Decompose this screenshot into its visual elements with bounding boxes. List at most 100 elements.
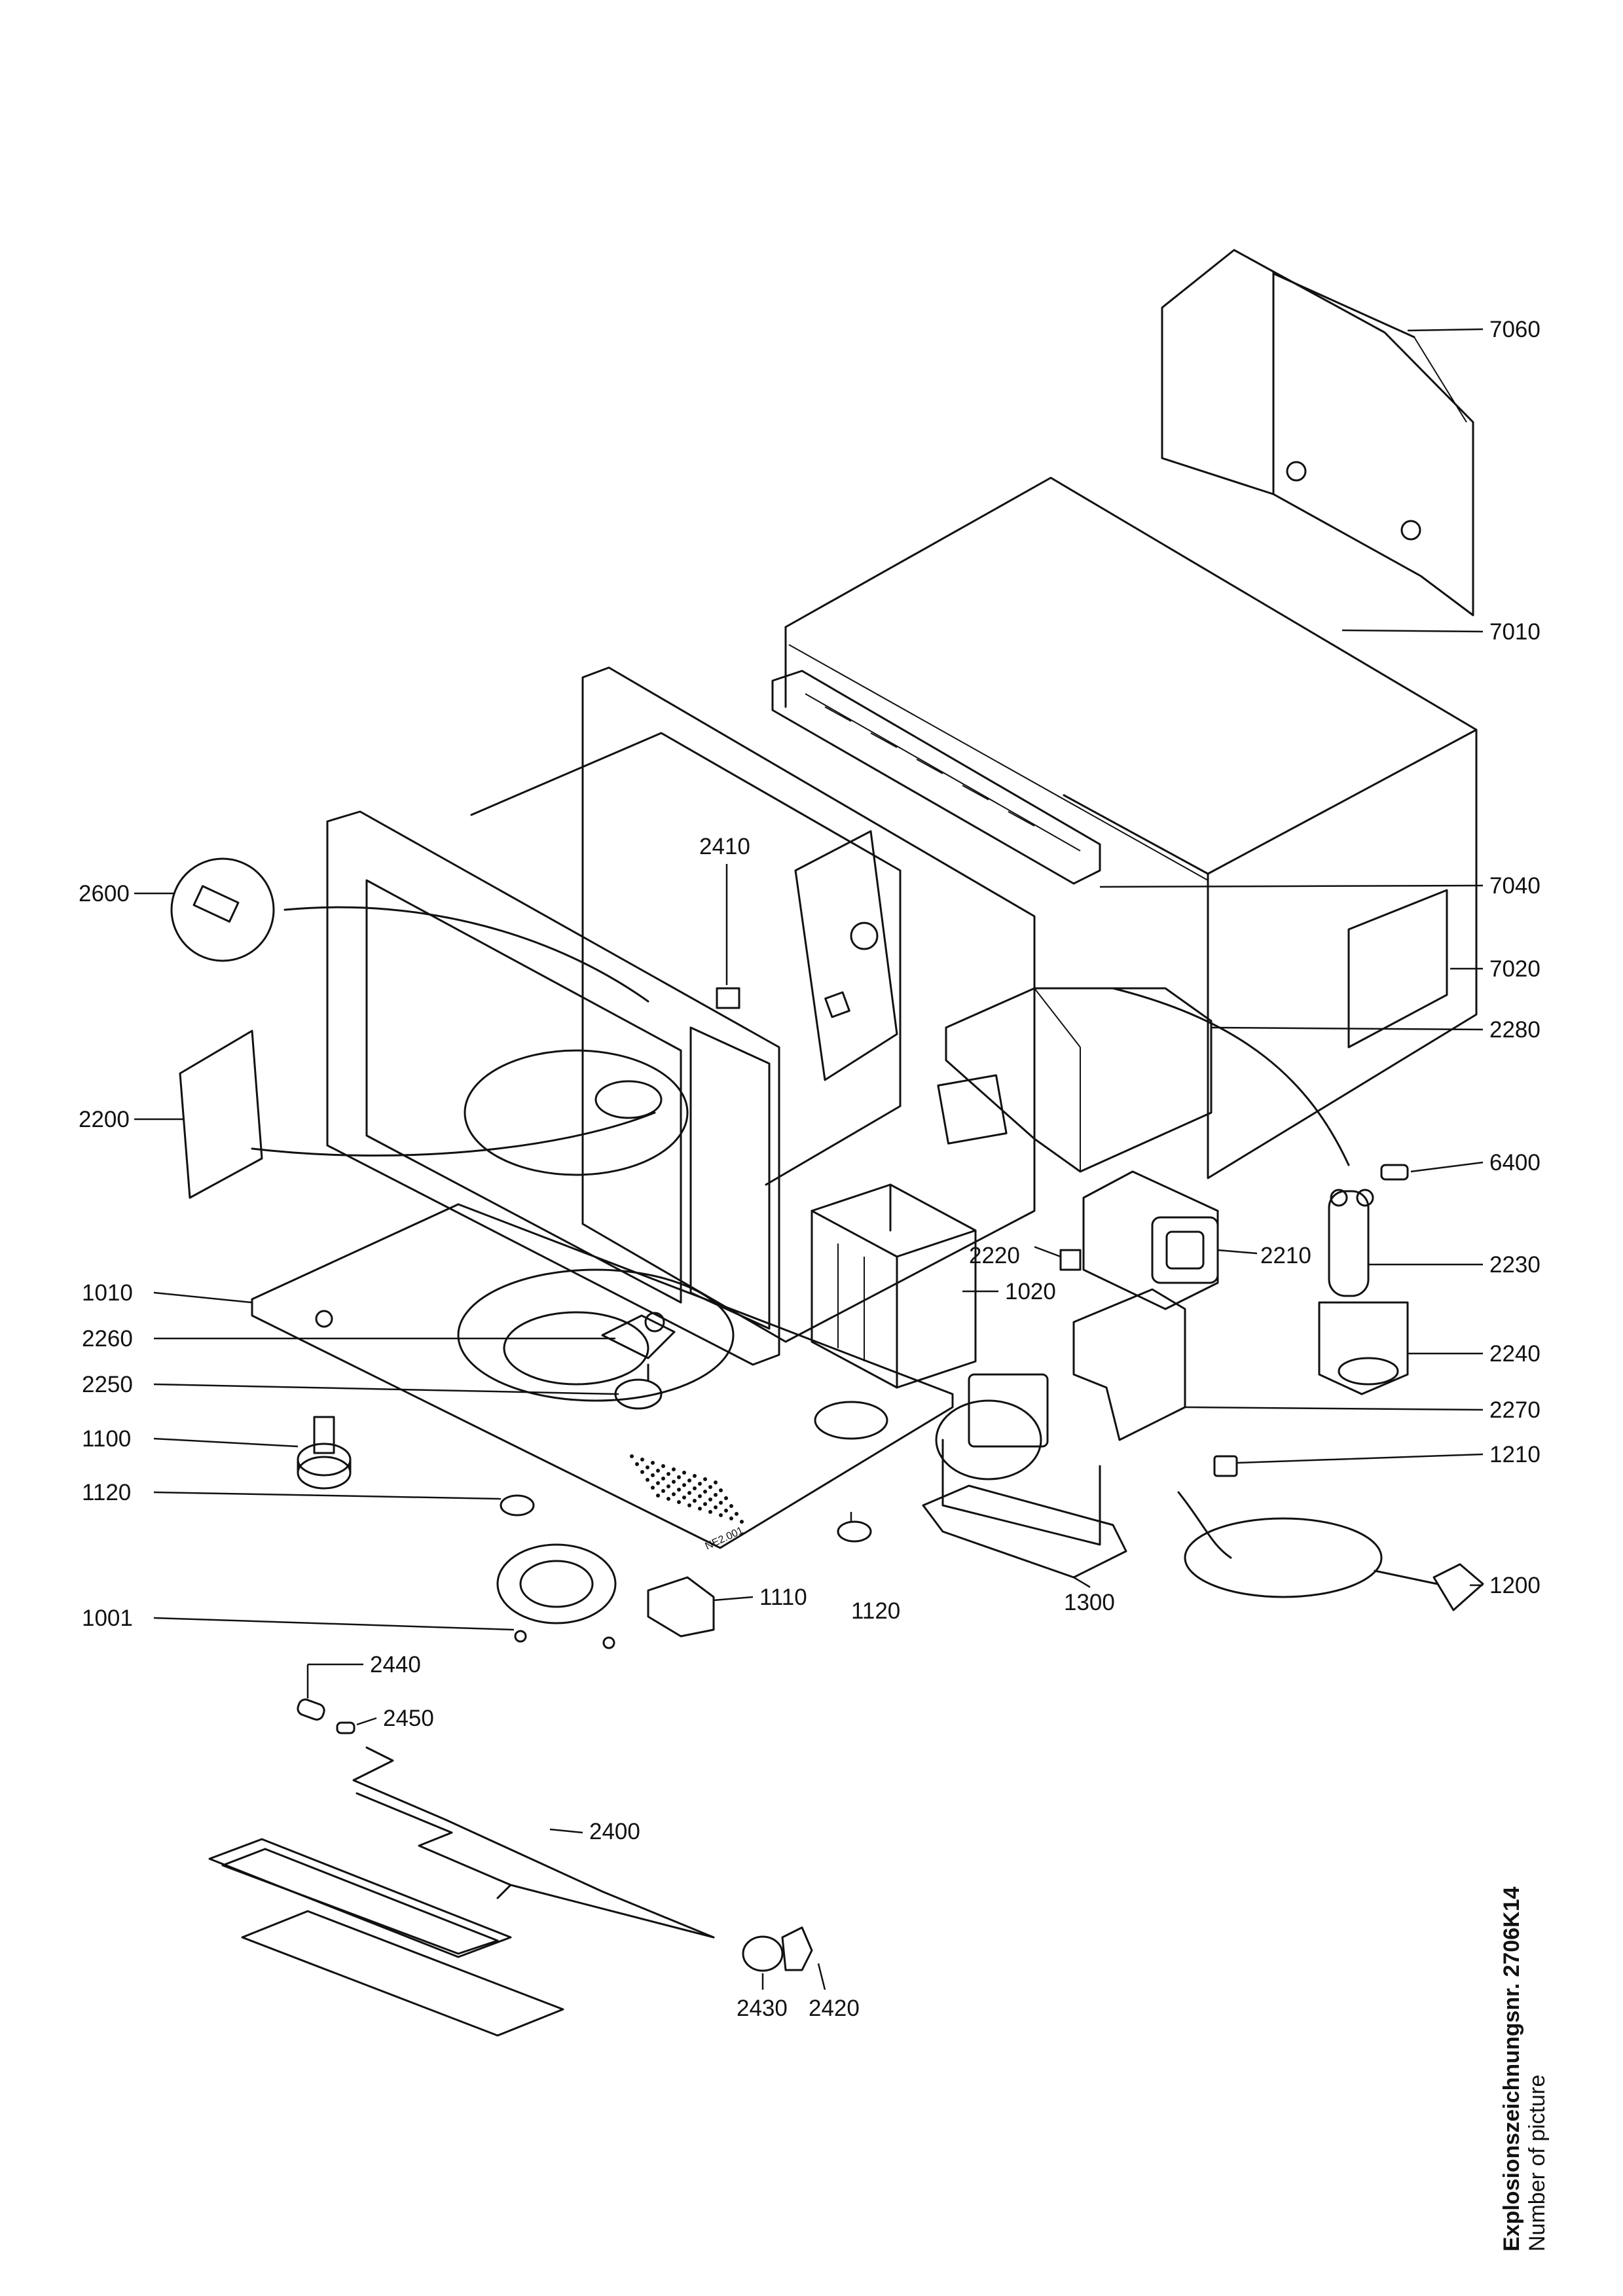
callout-1210: 1210 (1489, 1442, 1541, 1467)
vent-hole (724, 1509, 728, 1513)
vent-hole (698, 1494, 702, 1498)
vent-hole (698, 1507, 702, 1511)
callout-2220: 2220 (969, 1243, 1020, 1268)
vent-hole (693, 1486, 697, 1490)
vent-hole (677, 1500, 681, 1504)
mains-cable (1177, 1491, 1484, 1611)
vent-hole (635, 1462, 639, 1466)
vent-hole (724, 1496, 728, 1500)
vent-hole (661, 1489, 665, 1493)
foot (297, 1416, 352, 1490)
drawing-caption: Explosionszeichnungsnr. 2706K14 Number o… (1499, 1887, 1550, 2251)
callout-2210: 2210 (1260, 1243, 1311, 1268)
callout-1020: 1020 (1005, 1279, 1056, 1304)
vent-hole (630, 1454, 634, 1458)
vent-hole (672, 1467, 676, 1471)
vent-hole (666, 1484, 670, 1488)
callout-2440: 2440 (370, 1652, 421, 1677)
round-pad-right (837, 1520, 872, 1543)
vent-hole (677, 1488, 681, 1492)
vent-hole (646, 1465, 649, 1469)
callout-6400: 6400 (1489, 1150, 1541, 1175)
vent-hole (740, 1520, 744, 1524)
callout-1100: 1100 (82, 1426, 131, 1452)
vent-hole (661, 1477, 665, 1480)
vent-hole (682, 1483, 686, 1487)
magnetron (1082, 1170, 1219, 1310)
callout-7040: 7040 (1489, 873, 1541, 899)
vent-hole (698, 1482, 702, 1486)
vent-hole (672, 1480, 676, 1484)
callout-7060: 7060 (1489, 317, 1541, 342)
callout-2260: 2260 (82, 1326, 133, 1352)
rear-cover-panel (1161, 249, 1474, 617)
vent-hole (708, 1510, 712, 1514)
callout-2270: 2270 (1489, 1397, 1541, 1423)
vent-hole (656, 1494, 660, 1498)
gasket (742, 1935, 784, 1972)
vent-hole (640, 1470, 644, 1474)
vent-hole (714, 1480, 718, 1484)
air-duct (945, 987, 1213, 1173)
vent-hole (666, 1472, 670, 1476)
callout-7010: 7010 (1489, 619, 1541, 645)
vent-hole (687, 1491, 691, 1495)
vent-hole (651, 1473, 655, 1477)
outer-casing (784, 476, 1478, 1179)
transformer (811, 1183, 977, 1389)
base-plate (251, 1203, 954, 1549)
drawing-number: Explosionszeichnungsnr. 2706K14 (1499, 1886, 1524, 2251)
callout-2240: 2240 (1489, 1341, 1541, 1367)
clamp (781, 1926, 813, 1971)
inner-back-plate (581, 666, 1036, 1343)
vent-hole (656, 1481, 660, 1485)
vent-hole (719, 1488, 723, 1492)
support-ring (496, 1543, 617, 1624)
part-stamp: NE2.001 (704, 1525, 746, 1552)
vent-hole (714, 1493, 718, 1497)
vent-hole (714, 1505, 718, 1509)
callout-2400: 2400 (589, 1819, 640, 1844)
vent-hole (719, 1513, 723, 1517)
thermal-fuse (1059, 1249, 1082, 1271)
vent-hole (661, 1464, 665, 1468)
vent-hole (693, 1474, 697, 1478)
callout-1200: 1200 (1489, 1573, 1541, 1598)
vent-hole (729, 1504, 733, 1508)
vent-hole (656, 1469, 660, 1473)
screws (514, 1630, 615, 1649)
vent-hole (719, 1501, 723, 1505)
vent-holes (630, 1454, 744, 1524)
foot-bracket (647, 1576, 715, 1638)
leader-lines (134, 328, 1484, 1990)
magnetron-duct (1072, 1288, 1186, 1441)
connector (1213, 1455, 1238, 1477)
vent-hole (708, 1485, 712, 1489)
callout-1120-right: 1120 (851, 1598, 900, 1624)
sleeve (297, 1698, 325, 1721)
fan-motor (922, 1373, 1127, 1579)
vent-hole (703, 1477, 707, 1481)
turntable-motor (601, 1312, 676, 1359)
callout-2430: 2430 (737, 1996, 788, 2021)
capacitor-group (1112, 987, 1409, 1395)
callout-2450: 2450 (383, 1706, 434, 1731)
callout-7020: 7020 (1489, 956, 1541, 982)
callout-1120-left: 1120 (82, 1480, 131, 1505)
door-switch (716, 987, 740, 1009)
vent-hole (651, 1486, 655, 1490)
callout-2230: 2230 (1489, 1252, 1541, 1278)
callout-labels: 7060 7010 7040 7020 2280 6400 2230 2240 … (79, 317, 1541, 2021)
vent-hole (682, 1471, 686, 1475)
callout-1010: 1010 (82, 1280, 133, 1306)
small-screw (336, 1721, 356, 1734)
drawing-number-label: Number of picture (1525, 2074, 1550, 2251)
callout-1001: 1001 (82, 1605, 133, 1631)
mica-cover (179, 1030, 656, 1199)
front-grille-strip (771, 670, 1101, 885)
callout-2280: 2280 (1489, 1017, 1541, 1043)
callout-2420: 2420 (809, 1996, 860, 2021)
vent-hole (682, 1496, 686, 1499)
vent-hole (703, 1490, 707, 1494)
